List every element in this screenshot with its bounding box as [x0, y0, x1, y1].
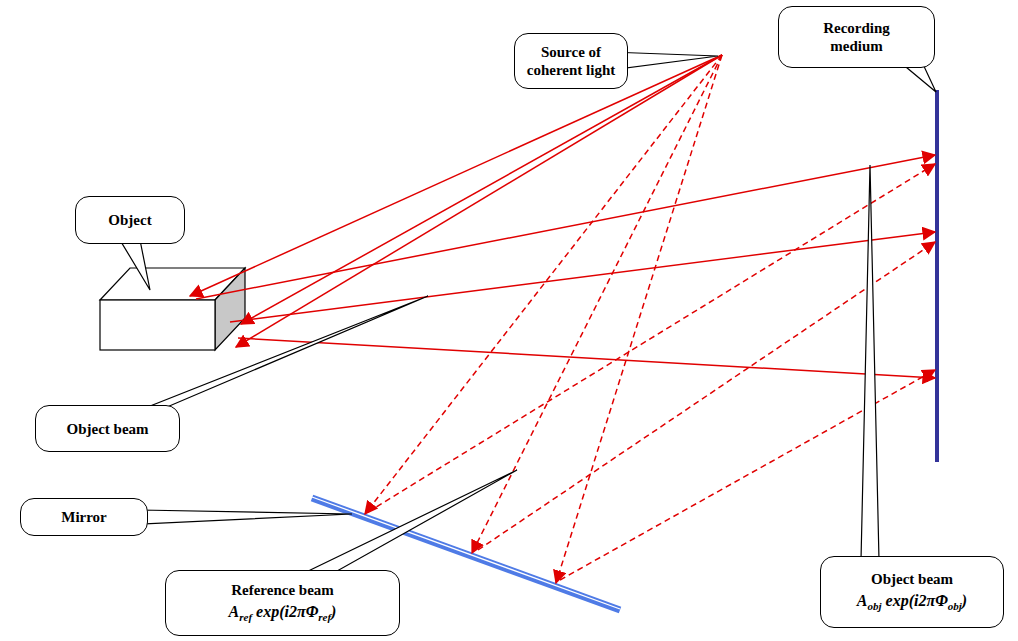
callout-tails [120, 52, 936, 575]
callout-label: Reference beam [231, 581, 334, 599]
callout-bubble: Recording medium [778, 6, 935, 68]
callout-label: Mirror [61, 508, 107, 526]
callout-label: Object beam [66, 420, 148, 438]
callout-bubble: Reference beamAref exp(i2πΦref) [165, 570, 400, 636]
callout-label: Source of coherent light [523, 43, 619, 79]
callout-label: Object [108, 211, 151, 229]
formula-text: Aref exp(i2πΦref) [229, 602, 337, 624]
callout-bubble: Object beam [35, 405, 180, 452]
callout-bubble: Object [75, 196, 185, 244]
callout-bubble: Mirror [20, 498, 148, 536]
callout-label: Object beam [871, 570, 953, 588]
illumination-rays [190, 55, 722, 347]
formula-text: Aobj exp(i2πΦobj) [857, 591, 967, 613]
callout-bubble: Source of coherent light [514, 33, 628, 89]
callout-label: Recording medium [807, 19, 907, 55]
callout-bubble: Object beamAobj exp(i2πΦobj) [820, 556, 1004, 628]
recording-plate [935, 90, 939, 462]
